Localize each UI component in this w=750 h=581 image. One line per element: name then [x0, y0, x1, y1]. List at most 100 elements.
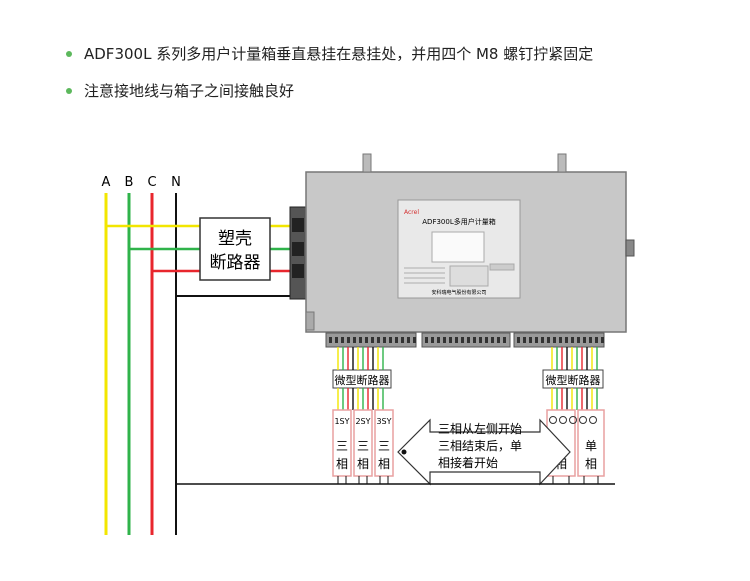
micro-breaker-left-label: 微型断路器: [335, 373, 390, 387]
terminal-screw: [479, 337, 482, 343]
coil-icon: [549, 416, 557, 424]
note-line2: 三相结束后，单: [438, 439, 522, 453]
terminal-screw: [565, 337, 568, 343]
terminal-screw: [503, 337, 506, 343]
meter-2sy-char2: 相: [357, 457, 369, 471]
mount-tab: [305, 311, 315, 331]
bullet-item: 注意接地线与箱子之间接触良好: [66, 81, 593, 101]
bullet-text: 注意接地线与箱子之间接触良好: [84, 82, 295, 100]
terminal-screw: [443, 337, 446, 343]
terminal-screw: [485, 337, 488, 343]
meter-label-2sy: 2SY: [355, 417, 370, 426]
phase-label-c: C: [147, 175, 156, 190]
terminal-screw: [335, 337, 338, 343]
coil-icon: [559, 416, 567, 424]
meter-title: ADF300L多用户计量箱: [422, 217, 495, 226]
terminal-screw: [517, 337, 520, 343]
meter-2sy-char1: 三: [357, 439, 369, 453]
terminal-screw: [523, 337, 526, 343]
micro-breaker-right: [542, 369, 604, 389]
terminal-screw: [341, 337, 344, 343]
terminal-screw: [413, 337, 416, 343]
breaker-label-line1: 塑壳: [218, 229, 252, 249]
terminal-screw: [437, 337, 440, 343]
micro-breaker-right-label: 微型断路器: [546, 373, 601, 387]
mount-tab: [557, 153, 567, 173]
note-line1: 三相从左侧开始: [438, 421, 522, 436]
terminal-screw: [395, 337, 398, 343]
terminal-screw: [553, 337, 556, 343]
arrow-dot-icon: [401, 449, 407, 455]
bullet-text: ADF300L 系列多用户计量箱垂直悬挂在悬挂处，并用四个 M8 螺钉拧紧固定: [84, 45, 594, 63]
bullet-dot-icon: [66, 51, 72, 57]
note-double-arrow: [397, 418, 571, 486]
terminal-screw: [353, 337, 356, 343]
coil-icon: [579, 416, 587, 424]
terminal-screw: [541, 337, 544, 343]
lcd-display: [431, 231, 485, 263]
single-meter-char2: 相: [585, 457, 597, 471]
terminal-screw: [467, 337, 470, 343]
bullet-item: ADF300L 系列多用户计量箱垂直悬挂在悬挂处，并用四个 M8 螺钉拧紧固定: [66, 44, 593, 64]
terminal-screw: [359, 337, 362, 343]
terminal-screw: [491, 337, 494, 343]
coil-icon: [589, 416, 597, 424]
terminal-screw: [377, 337, 380, 343]
terminal-screw: [407, 337, 410, 343]
terminal-screw: [347, 337, 350, 343]
terminal-screw: [595, 337, 598, 343]
meter-label-3sy: 3SY: [376, 417, 391, 426]
terminal-screw: [449, 337, 452, 343]
breaker-wires: [337, 347, 598, 410]
mount-tab: [362, 153, 372, 173]
terminal-c: [292, 264, 304, 278]
terminal-screw: [497, 337, 500, 343]
terminal-screw: [425, 337, 428, 343]
box-side-knob: [625, 239, 635, 257]
terminal-screw: [461, 337, 464, 343]
brand-logo: Acrel: [404, 209, 419, 216]
meter-3sy: [374, 409, 394, 477]
coil-icon: [569, 416, 577, 424]
terminal-screw: [529, 337, 532, 343]
terminal-screw: [559, 337, 562, 343]
terminal-screw: [371, 337, 374, 343]
breaker-label-line2: 断路器: [210, 253, 261, 273]
ir-port: [449, 265, 489, 287]
terminal-screw: [601, 337, 604, 343]
terminal-screw: [535, 337, 538, 343]
meter-label-1sy: 1SY: [334, 417, 349, 426]
meter-3sy-char1: 三: [378, 439, 390, 453]
terminal-screw: [401, 337, 404, 343]
micro-breaker-left: [332, 369, 392, 389]
terminal-screw: [389, 337, 392, 343]
terminal-strip: [421, 332, 511, 348]
terminal-screw: [329, 337, 332, 343]
terminal-screw: [455, 337, 458, 343]
single-phase-meter-right: [577, 409, 605, 477]
terminal-screw: [383, 337, 386, 343]
bullet-dot-icon: [66, 88, 72, 94]
meter-coil-icons: [549, 416, 597, 424]
meter-1sy: [332, 409, 352, 477]
meter-1sy-char1: 三: [336, 439, 348, 453]
terminal-a: [292, 218, 304, 232]
output-terminal-rail: [325, 332, 605, 348]
terminal-screw: [589, 337, 592, 343]
terminal-screw: [577, 337, 580, 343]
terminal-screw: [431, 337, 434, 343]
terminal-screw: [473, 337, 476, 343]
three-phase-meter-group: 1SY 2SY 3SY 三 相 三 相 三 相: [332, 409, 394, 477]
meter-bottom-leads: [337, 476, 599, 484]
single-meter-char1: 单: [585, 439, 597, 453]
indicator-strip: [489, 263, 515, 271]
phase-label-a: A: [102, 175, 111, 190]
phase-label-b: B: [125, 175, 134, 190]
bullet-list: ADF300L 系列多用户计量箱垂直悬挂在悬挂处，并用四个 M8 螺钉拧紧固定 …: [66, 44, 593, 118]
molded-case-breaker: [199, 217, 271, 281]
phase-label-n: N: [171, 175, 181, 190]
terminal-screw: [547, 337, 550, 343]
terminal-screw: [365, 337, 368, 343]
meter-3sy-char2: 相: [378, 457, 390, 471]
